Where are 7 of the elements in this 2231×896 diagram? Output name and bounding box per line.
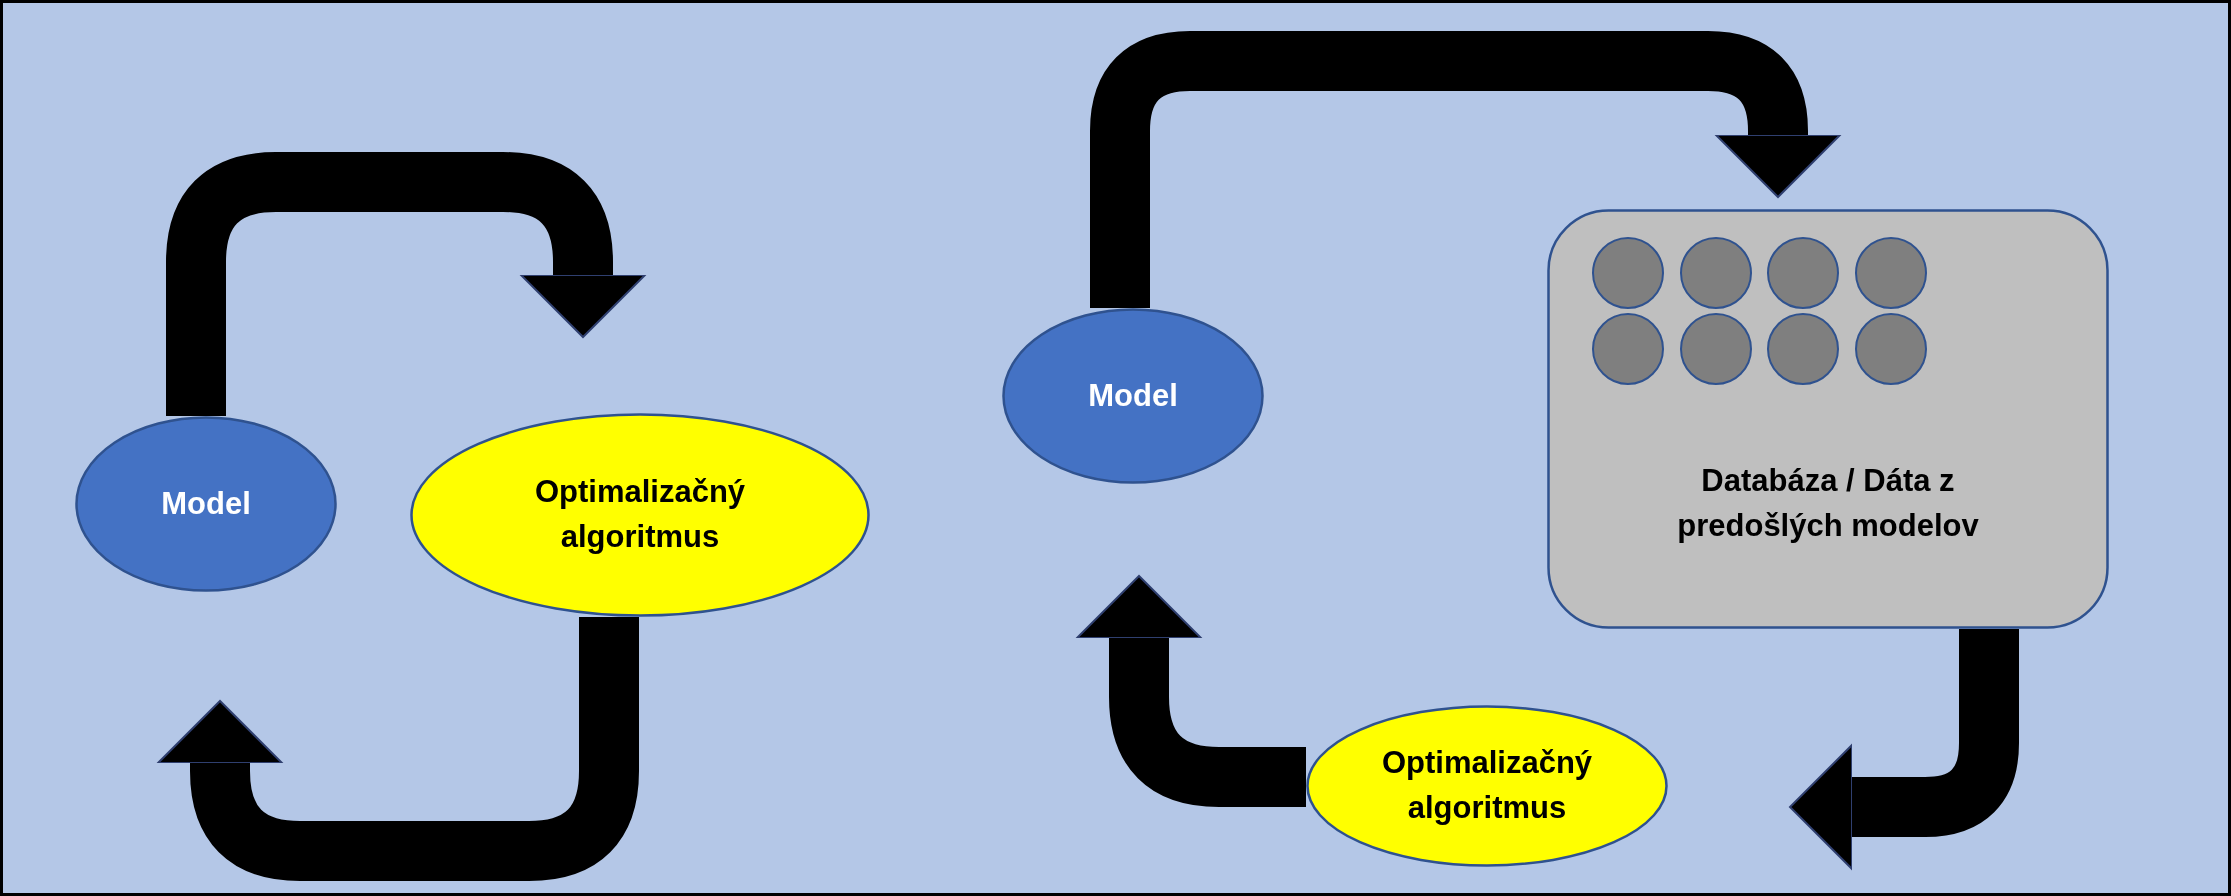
node-label: Optimalizačný algoritmus [1380, 744, 1594, 827]
curved-arrow [1076, 575, 1306, 807]
node-label: Model [1088, 376, 1178, 415]
curved-arrow [1090, 31, 1841, 308]
node-label: Databáza / Dáta z predošlých modelov [1676, 462, 1980, 545]
node-label: Optimalizačný algoritmus [533, 473, 747, 556]
node-label: Model [161, 484, 251, 523]
